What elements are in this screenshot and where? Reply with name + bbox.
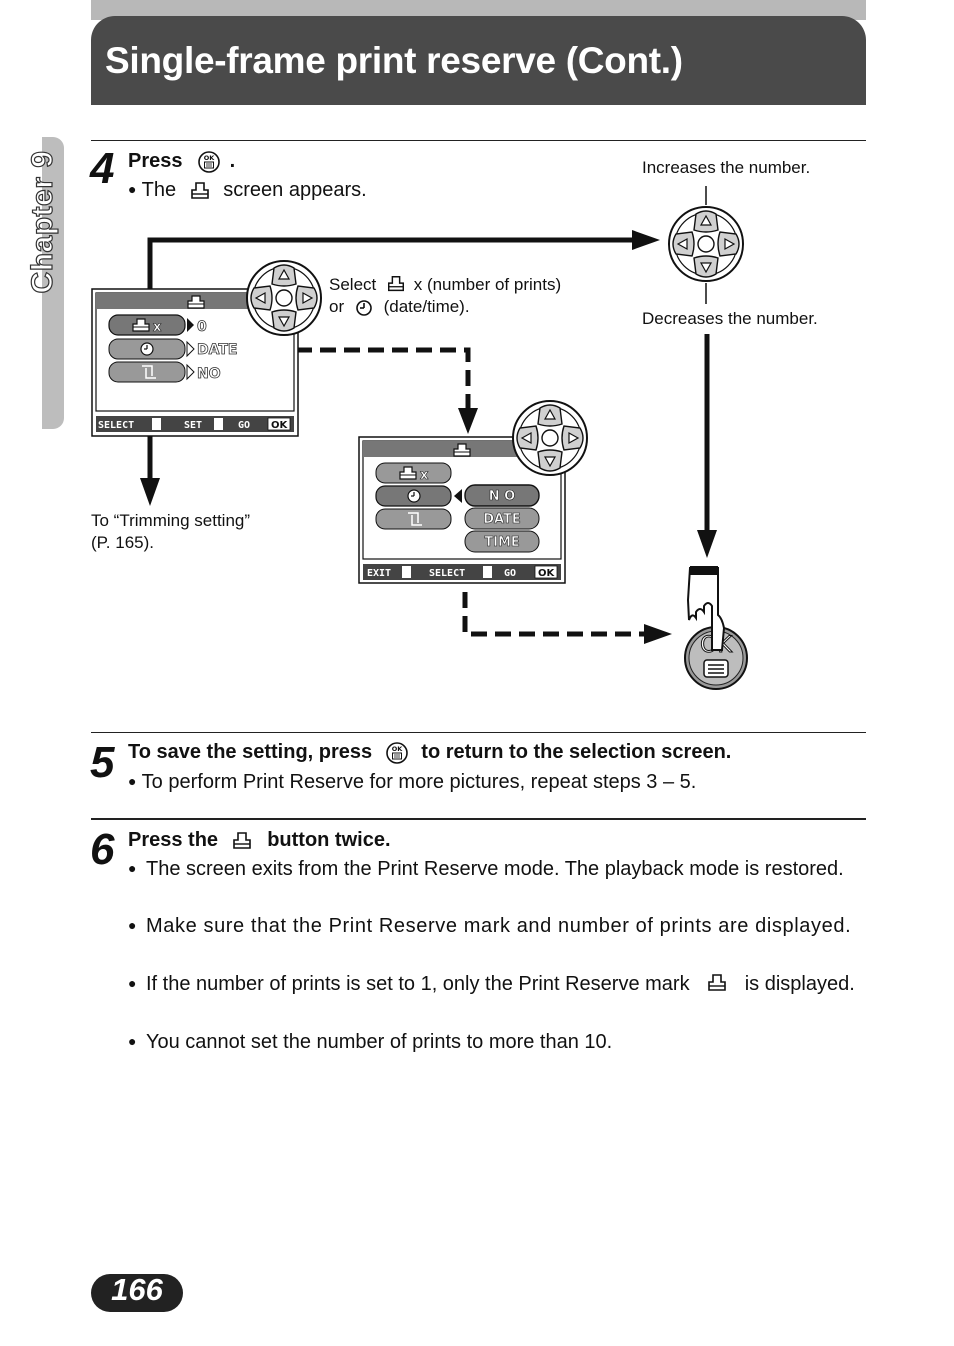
trimming-caption-line2: (P. 165). — [91, 533, 155, 552]
lcd-screen-1: x 0 DATE NO SELECT SET GO OK — [91, 288, 299, 437]
step4-period: . — [229, 150, 236, 172]
step6-bullet4: You cannot set the number of prints to m… — [146, 1031, 613, 1053]
step6-bullet1: The screen exits from the Print Reserve … — [146, 858, 844, 880]
screen2-option-date: DATE — [483, 512, 521, 527]
step-number: 6 — [90, 825, 115, 874]
print-icon — [387, 275, 404, 291]
trimming-caption-line1: To “Trimming setting” — [91, 511, 251, 530]
select-caption-line1: Select x (number of prints) — [329, 275, 561, 295]
step4-heading: Press OK . — [128, 150, 235, 173]
bullet-dot: ● — [128, 917, 137, 933]
svg-text:OK: OK — [204, 154, 216, 162]
svg-text:OK: OK — [391, 745, 403, 753]
bullet-dot: ● — [128, 1033, 137, 1049]
screen2-bar-exit: EXIT — [367, 568, 391, 579]
divider — [91, 732, 866, 733]
step5-bullet: ● To perform Print Reserve for more pict… — [128, 771, 696, 794]
bullet-dot: ● — [128, 181, 137, 197]
screen2-row1-suffix: x — [420, 468, 429, 483]
step5-heading-pre: To save the setting, press — [128, 741, 373, 763]
increase-label: Increases the number. — [642, 158, 811, 177]
step6-bullet3-pre: If the number of prints is set to 1, onl… — [146, 973, 690, 995]
decrease-label: Decreases the number. — [642, 309, 818, 328]
screen1-row3-value: NO — [197, 366, 221, 382]
step5-heading-post: to return to the selection screen. — [421, 741, 732, 763]
step6-heading-pre: Press the — [128, 829, 219, 851]
divider — [91, 818, 866, 820]
print-icon — [232, 831, 251, 849]
step4-press-text: Press — [128, 150, 183, 172]
bullet-dot: ● — [128, 773, 137, 789]
screen1-row1-value: 0 — [197, 319, 207, 335]
screen1-row2-value: DATE — [197, 342, 237, 358]
arrowhead — [644, 624, 672, 644]
step4-bullet-pre: The — [141, 179, 177, 201]
step-number: 5 — [90, 738, 115, 787]
screen1-bar-go: GO — [238, 420, 250, 431]
step6-bullet3-post: is displayed. — [744, 973, 855, 995]
select-caption-datetime: (date/time). — [383, 297, 470, 316]
dashed-arrow-to-screen2 — [248, 347, 471, 408]
step-number: 4 — [90, 144, 115, 193]
dashed-arrow-to-ok — [462, 592, 644, 637]
screen1-bar-set: SET — [184, 420, 202, 431]
screen1-bar-ok: OK — [271, 420, 289, 431]
ok-menu-icon: OK — [198, 150, 220, 173]
select-caption-or: or — [329, 297, 345, 316]
print-icon — [190, 181, 209, 199]
step4-bullet-post: screen appears. — [223, 179, 367, 201]
arrow-pad-icon — [512, 400, 588, 476]
select-caption-pre: Select — [329, 275, 377, 294]
arrowhead — [632, 230, 660, 250]
hand-press-icon — [686, 566, 726, 651]
arrowhead — [140, 478, 160, 506]
diagram-canvas: x 0 DATE NO SELECT SET GO OK x — [91, 186, 748, 690]
arrowhead — [697, 530, 717, 558]
screen1-bar-select: SELECT — [98, 420, 134, 431]
arrowhead — [458, 408, 478, 434]
screen2-bar-ok: OK — [538, 568, 556, 579]
select-caption-line2: or (date/time). — [329, 297, 470, 317]
step6-bullet3: If the number of prints is set to 1, onl… — [146, 970, 865, 999]
step5-bullet-text: To perform Print Reserve for more pictur… — [141, 771, 697, 793]
print-icon — [708, 973, 726, 991]
page-number: 166 — [111, 1272, 163, 1307]
step4-bullet: ● The screen appears. — [128, 179, 367, 202]
page-title: Single-frame print reserve (Cont.) — [105, 40, 683, 81]
bullet-dot: ● — [128, 860, 137, 876]
screen2-option-no: N O — [489, 489, 515, 504]
divider — [91, 140, 866, 141]
page-number-badge — [91, 1274, 183, 1312]
screen2-option-time: TIME — [484, 535, 520, 550]
step6-heading: Press the button twice. — [128, 829, 391, 852]
screen2-bar-go: GO — [504, 568, 516, 579]
step5-heading: To save the setting, press OK to return … — [128, 741, 731, 764]
chapter-tab — [42, 137, 64, 429]
screen2-bar-select: SELECT — [429, 568, 465, 579]
screen1-row1-suffix: x — [153, 320, 162, 335]
step6-heading-post: button twice. — [267, 829, 391, 851]
arrow-pad-icon — [246, 260, 322, 336]
header-bar — [91, 16, 866, 105]
arrow-pad-icon — [668, 206, 744, 282]
header-top-strip — [91, 0, 866, 20]
clock-icon — [356, 299, 372, 316]
bullet-dot: ● — [128, 975, 137, 991]
select-caption-post: x (number of prints) — [413, 275, 562, 294]
ok-menu-icon: OK — [385, 741, 408, 764]
step6-bullet2: Make sure that the Print Reserve mark an… — [146, 915, 852, 937]
